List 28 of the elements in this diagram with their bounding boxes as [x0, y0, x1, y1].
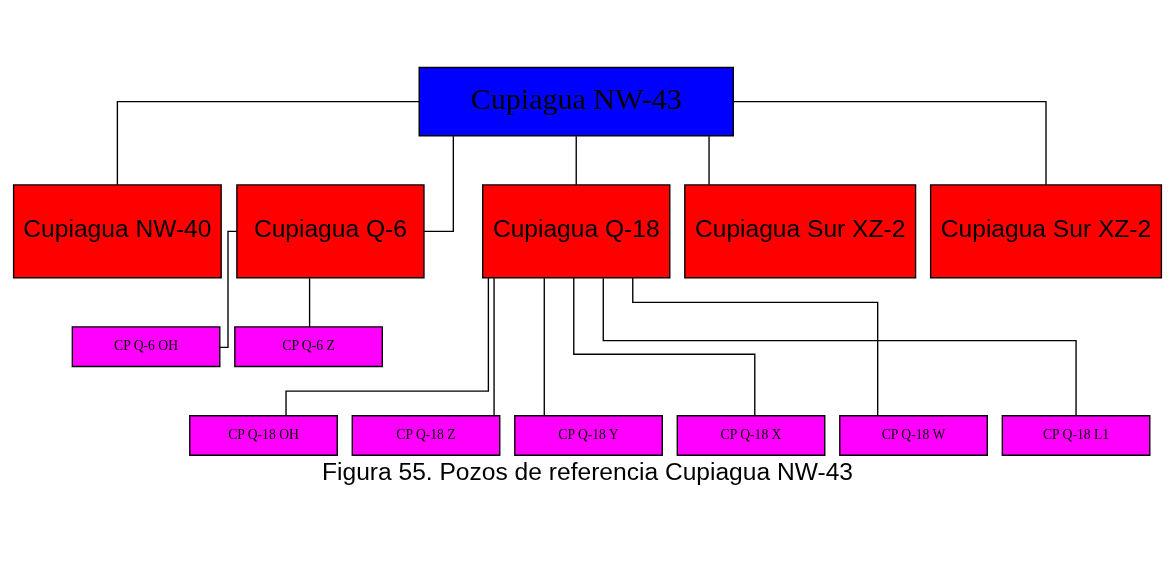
node-box: Cupiagua Sur XZ-2	[684, 184, 917, 279]
caption: Figura 55. Pozos de referencia Cupiagua NW-43	[322, 458, 853, 486]
connector	[493, 277, 495, 417]
node-box: Cupiagua Q-18	[482, 184, 671, 279]
connector	[116, 100, 420, 186]
node-box: CP Q-18 OH	[189, 415, 338, 456]
connector	[543, 277, 545, 417]
node-box: Cupiagua NW-43	[418, 66, 734, 137]
node-box: Cupiagua NW-40	[12, 184, 222, 279]
node-box: CP Q-18 Y	[514, 415, 663, 456]
connector	[219, 230, 238, 349]
connector	[708, 135, 710, 186]
connector	[573, 277, 756, 417]
connector	[285, 277, 490, 417]
node-box: CP Q-18 L1	[1001, 415, 1151, 456]
connector	[602, 277, 1077, 417]
connector	[423, 135, 454, 233]
node-box: CP Q-18 W	[839, 415, 988, 456]
node-box: Cupiagua Sur XZ-2	[929, 184, 1163, 279]
node-box: Cupiagua Q-6	[236, 184, 425, 279]
connector	[732, 100, 1047, 186]
node-box: CP Q-18 X	[676, 415, 826, 456]
node-box: CP Q-18 Z	[351, 415, 501, 456]
node-box: CP Q-6 OH	[71, 326, 221, 368]
connector	[632, 277, 879, 416]
connector	[308, 277, 311, 328]
node-box: CP Q-6 Z	[234, 326, 383, 368]
connector	[575, 135, 577, 186]
